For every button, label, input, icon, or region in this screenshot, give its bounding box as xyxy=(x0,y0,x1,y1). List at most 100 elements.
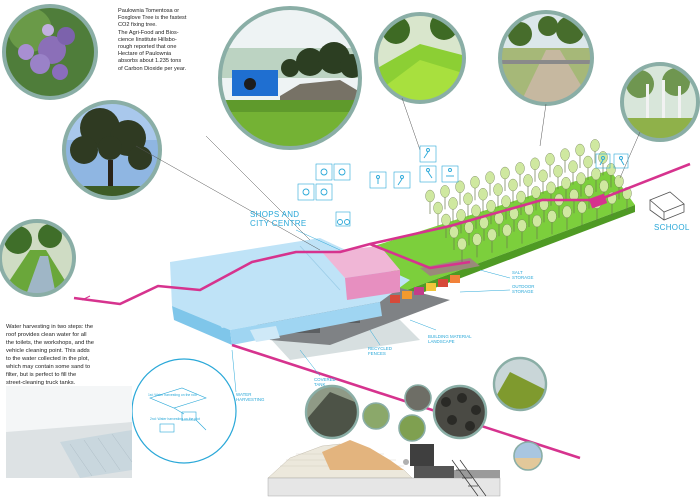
paulownia-line: absorbs about 1.235 tons xyxy=(118,58,182,65)
tree xyxy=(530,157,540,182)
tree xyxy=(486,199,496,225)
paulownia-line: rough reported that one xyxy=(118,44,177,51)
tree xyxy=(502,223,512,249)
tree xyxy=(485,171,495,196)
photo-park-path xyxy=(498,10,594,106)
tree xyxy=(509,207,519,232)
cycling-icon xyxy=(595,153,611,169)
tree xyxy=(500,166,510,191)
photo-green-lawn-building xyxy=(218,6,362,150)
tree xyxy=(425,189,435,214)
tree xyxy=(598,151,608,176)
water-line: filter, but is perfect to fill the xyxy=(6,372,77,378)
photo-small-plants-1 xyxy=(362,402,390,430)
water-line: Water harvesting in two steps: the xyxy=(6,324,94,330)
tree xyxy=(463,192,473,217)
photo-rocks xyxy=(304,384,360,440)
tree xyxy=(457,237,467,262)
water-harvesting-label: WATER HARVESTING xyxy=(236,392,265,402)
tree xyxy=(517,219,527,244)
tree xyxy=(568,160,578,185)
tree xyxy=(575,143,585,168)
photo-beach xyxy=(513,441,543,471)
activity-icons xyxy=(297,145,629,227)
tree xyxy=(487,228,497,253)
tree xyxy=(560,148,570,173)
tree xyxy=(546,181,556,206)
swimming-icon xyxy=(441,165,459,183)
photo-roof xyxy=(6,386,133,478)
photo-paulownia-tree xyxy=(62,100,162,200)
jogging-icon xyxy=(393,171,411,189)
icon-group-park xyxy=(369,145,629,189)
tree xyxy=(440,185,450,210)
tree-plantation xyxy=(425,139,632,262)
tree xyxy=(562,205,572,230)
walking-icon xyxy=(369,171,387,189)
tree xyxy=(494,211,504,237)
tree xyxy=(576,172,586,197)
running-icon xyxy=(419,145,437,163)
photo-small-plants-2 xyxy=(398,414,426,442)
tree xyxy=(516,190,526,215)
shops-city-centre-label: SHOPS AND CITY CENTRE xyxy=(250,210,307,228)
tree xyxy=(590,139,600,164)
tree xyxy=(532,214,542,239)
water-step1-label: 1st: Water harvesting on the roof xyxy=(148,393,197,397)
dog-walking-icon xyxy=(613,153,629,169)
covered-tank-label: COVERED TANK xyxy=(314,377,336,387)
photo-birch-grove xyxy=(620,62,700,142)
tree xyxy=(433,201,443,226)
school-label: SCHOOL xyxy=(654,223,690,232)
water-harvesting-note: Water harvesting in two steps: the roof p… xyxy=(6,323,136,387)
water-line: which may contain some sand to xyxy=(6,364,91,370)
paulownia-line: Paulownia Tomentosa or xyxy=(118,8,180,14)
water-step2-label: 2nd: Water harvesting on the plot xyxy=(150,417,200,421)
leader-lines xyxy=(135,97,641,393)
tree xyxy=(448,197,458,222)
tree xyxy=(515,162,525,187)
tree xyxy=(584,184,594,209)
water-harvesting-diagram: 1st: Water harvesting on the roof 2nd: W… xyxy=(131,358,237,464)
water-line: to the water collected in the plot, xyxy=(6,356,90,362)
outdoor-storage-label: OUTDOOR STORAGE xyxy=(512,284,535,294)
skating-icon xyxy=(419,165,437,183)
photo-recycled-blocks xyxy=(432,384,488,440)
tree xyxy=(478,187,488,213)
photo-paulownia-flowers xyxy=(2,4,98,100)
water-line: the toilets, the workshops, and the xyxy=(6,340,94,346)
tree xyxy=(501,195,511,220)
landscape-section xyxy=(267,440,501,497)
tree xyxy=(524,202,534,227)
photo-water-channel xyxy=(0,219,76,297)
water-line: vehicle cleaning point. This adds xyxy=(6,348,90,354)
tree xyxy=(471,204,481,229)
paulownia-line: CO2 fixing tree. xyxy=(118,22,157,29)
paulownia-line: cience Iinstitute Hillsbo- xyxy=(118,36,177,43)
tree xyxy=(493,183,503,208)
tree xyxy=(470,175,480,201)
paulownia-line: Hectare of Paulownia xyxy=(118,51,172,58)
salt-storage-label: SALT STORAGE xyxy=(512,270,534,280)
tree xyxy=(508,178,518,203)
photo-green-bank xyxy=(492,356,548,412)
tree xyxy=(583,155,593,180)
tree xyxy=(547,210,557,235)
building-material-label: BUILDING MATERIAL LANDSCAPE xyxy=(428,334,472,344)
photo-grass-mound xyxy=(374,12,466,104)
tree xyxy=(523,174,533,199)
icon-group-shops xyxy=(297,163,351,227)
recycled-fences-label: RECYCLED FENCES xyxy=(368,346,392,356)
bicycle-icon xyxy=(335,211,351,227)
path-junction xyxy=(588,193,608,209)
paulownia-line: The Agri-Food and Bios- xyxy=(118,29,179,36)
tree xyxy=(553,164,563,190)
tree xyxy=(472,233,482,258)
water-line: street-cleaning truck tanks. xyxy=(6,380,76,386)
photo-small-gravel xyxy=(404,384,432,412)
paulownia-line: Foxglove Tree is the fastest xyxy=(118,15,187,22)
tree xyxy=(545,152,555,178)
water-line: roof provides clean water for all xyxy=(6,332,87,338)
